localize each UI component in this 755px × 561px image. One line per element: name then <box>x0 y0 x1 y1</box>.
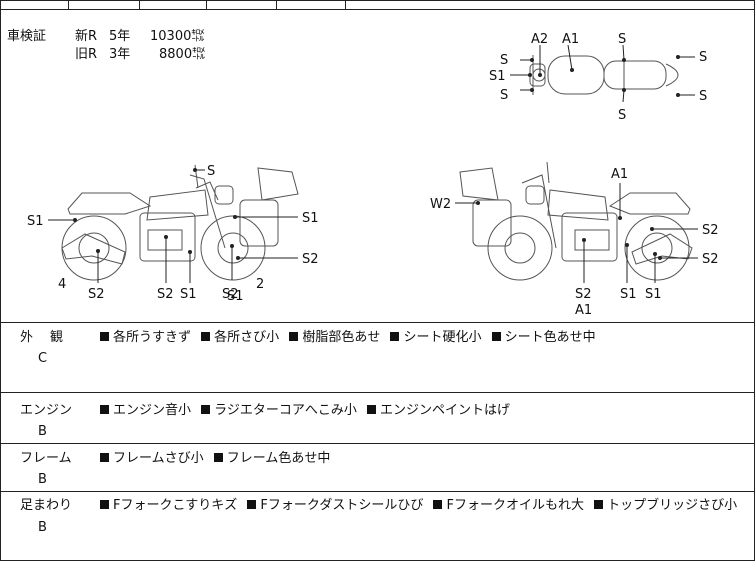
item-text: Fフォークダストシールひび <box>260 498 424 513</box>
inspection-years: 3年 <box>109 47 131 62</box>
section-divider <box>0 491 755 492</box>
section-divider <box>0 322 755 323</box>
top-view-motorcycle <box>529 55 679 95</box>
left-view-motorcycle <box>61 164 299 281</box>
item-text: 各所うすきず <box>113 330 192 345</box>
section-category: エンジン <box>20 403 73 418</box>
diagram-label: A1 <box>575 303 592 318</box>
item-text: シート色あせ中 <box>504 330 596 345</box>
bullet-square-icon <box>367 405 377 414</box>
diagram-label: S <box>699 50 707 65</box>
section-items: Fフォークこすりキズ Fフォークダストシールひび Fフォークオイルもれ大 トップ… <box>100 498 743 514</box>
top-row-divider <box>345 0 346 9</box>
inspection-type: 旧R <box>75 47 98 62</box>
item-text: エンジンペイントはげ <box>380 403 511 418</box>
top-row-divider <box>68 0 69 9</box>
inspection-label: 車検証 <box>7 29 47 44</box>
inspection-price: 10300㌖ <box>150 29 205 44</box>
bullet-square-icon <box>100 453 109 462</box>
section-grade: B <box>38 424 47 439</box>
bullet-square-icon <box>213 453 223 462</box>
section-divider <box>0 392 755 393</box>
item-text: 各所さび小 <box>214 330 280 345</box>
diagram-label: S2 <box>702 252 719 267</box>
diagram-label: S2 <box>88 287 105 302</box>
motorcycle-damage-diagram: A2 A1 S S S1 S S S S S S1 S1 S1 S2 4 S2 … <box>27 32 719 318</box>
bullet-square-icon <box>594 500 604 509</box>
diagram-label: S1 <box>620 287 637 302</box>
section-grade: B <box>38 472 47 487</box>
bullet-square-icon <box>491 332 501 341</box>
diagram-label: S2 <box>702 223 719 238</box>
bullet-square-icon <box>100 500 109 509</box>
bullet-square-icon <box>100 405 109 414</box>
bullet-square-icon <box>201 405 211 414</box>
item-text: 樹脂部色あせ <box>302 330 381 345</box>
bullet-square-icon <box>201 332 211 341</box>
item-text: エンジン音小 <box>113 403 192 418</box>
section-divider <box>0 443 755 444</box>
bullet-square-icon <box>433 500 443 509</box>
diagram-label: S1 <box>489 69 506 84</box>
diagram-label: S <box>500 53 508 68</box>
section-category: フレーム <box>20 451 72 466</box>
bullet-square-icon <box>100 332 109 341</box>
diagram-label: S1 <box>645 287 662 302</box>
diagram-label: S1 <box>302 211 319 226</box>
diagram-label: S <box>699 89 707 104</box>
inspection-type: 新R <box>75 29 98 44</box>
diagram-label: S1 <box>27 214 44 229</box>
diagram-label: S2 <box>302 252 319 267</box>
section-items: エンジン音小 ラジエターコアへこみ小 エンジンペイントはげ <box>100 403 516 419</box>
top-row-divider <box>206 0 207 9</box>
diagram-label: S2 <box>222 287 239 302</box>
diagram-label: S2 <box>157 287 174 302</box>
item-text: シート硬化小 <box>403 330 482 345</box>
diagram-label: 4 <box>58 277 66 292</box>
inspection-price: 8800㌖ <box>159 47 206 62</box>
diagram-label: S1 <box>227 289 244 304</box>
diagram-label: S <box>207 164 215 179</box>
section-items: フレームさび小 フレーム色あせ中 <box>100 451 336 467</box>
diagram-label: A1 <box>611 167 628 182</box>
item-text: Fフォークこすりキズ <box>113 498 238 513</box>
right-view-motorcycle <box>459 161 693 281</box>
bullet-square-icon <box>289 332 299 341</box>
section-items: 各所うすきず 各所さび小 樹脂部色あせ シート硬化小 シート色あせ中 <box>100 330 602 346</box>
section-grade: C <box>38 351 48 366</box>
section-grade: B <box>38 520 47 535</box>
top-row-divider <box>276 0 277 9</box>
diagram-label: S <box>618 108 626 123</box>
top-row-border <box>0 9 755 10</box>
item-text: トップブリッジさび小 <box>607 498 738 513</box>
diagram-label: S2 <box>575 287 592 302</box>
diagram-label: A2 <box>531 32 548 47</box>
diagram-label: W2 <box>430 197 451 212</box>
diagram-label: A1 <box>562 32 579 47</box>
item-text: Fフォークオイルもれ大 <box>446 498 584 513</box>
bullet-square-icon <box>390 332 400 341</box>
item-text: ラジエターコアへこみ小 <box>214 403 357 418</box>
item-text: フレームさび小 <box>113 451 204 466</box>
diagram-label: S <box>500 88 508 103</box>
section-category: 外 観 <box>20 330 66 345</box>
section-category: 足まわり <box>20 498 73 513</box>
inspection-years: 5年 <box>109 29 131 44</box>
diagram-label: S <box>618 32 626 47</box>
bullet-square-icon <box>247 500 257 509</box>
top-row-divider <box>139 0 140 9</box>
diagram-label: S1 <box>180 287 197 302</box>
diagram-label: 2 <box>256 277 264 292</box>
item-text: フレーム色あせ中 <box>226 451 331 466</box>
